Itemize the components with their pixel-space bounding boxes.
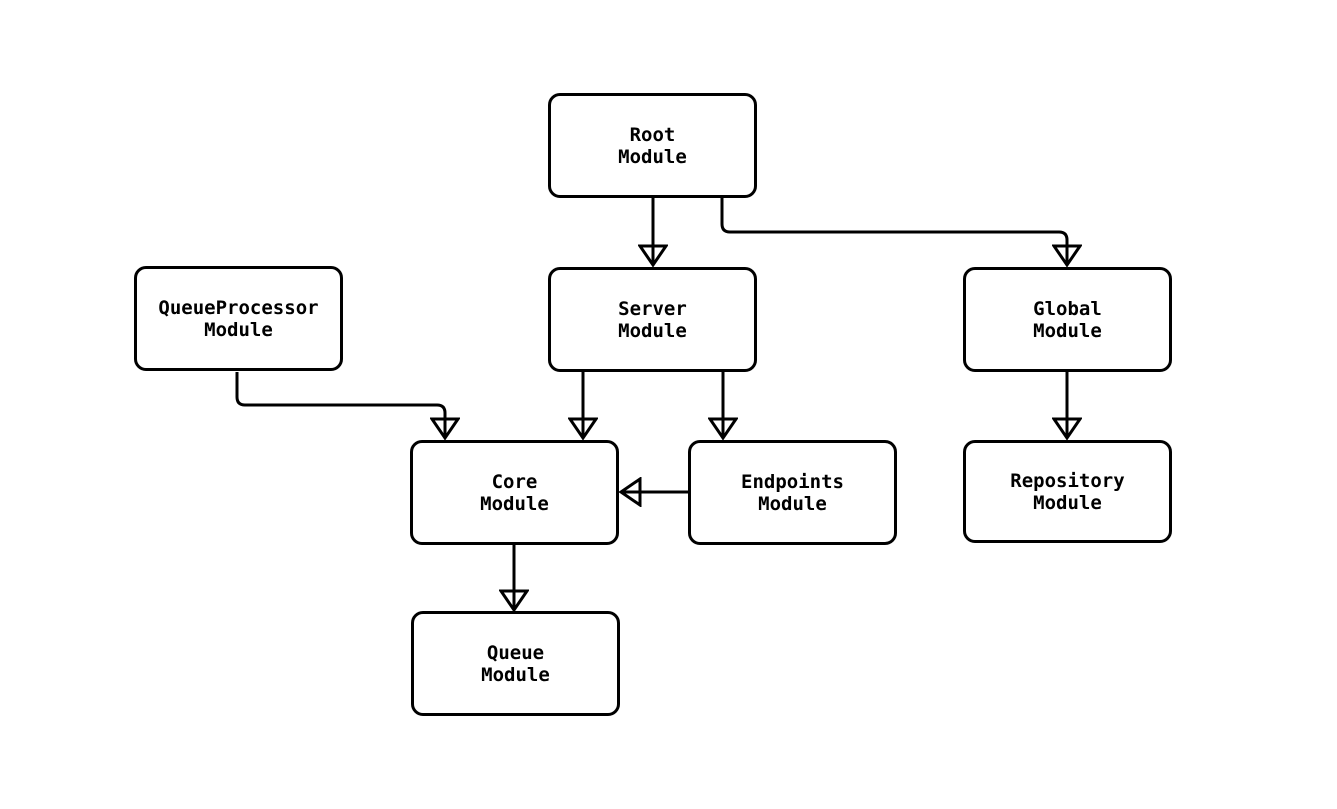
node-server-module: Server Module [548, 267, 757, 372]
node-queueprocessor-module: QueueProcessor Module [134, 266, 343, 371]
edge-queueprocessor-to-core [235, 372, 445, 438]
node-repository-module: Repository Module [963, 440, 1172, 543]
node-queueprocessor-module-label: QueueProcessor Module [158, 296, 319, 341]
node-global-module-label: Global Module [1033, 297, 1102, 342]
node-queue-module-label: Queue Module [481, 641, 550, 686]
node-server-module-label: Server Module [618, 297, 687, 342]
node-endpoints-module: Endpoints Module [688, 440, 897, 545]
node-endpoints-module-label: Endpoints Module [741, 470, 844, 515]
node-queue-module: Queue Module [411, 611, 620, 716]
node-core-module: Core Module [410, 440, 619, 545]
node-core-module-label: Core Module [480, 470, 549, 515]
node-root-module: Root Module [548, 93, 757, 198]
node-root-module-label: Root Module [618, 123, 687, 168]
node-global-module: Global Module [963, 267, 1172, 372]
node-repository-module-label: Repository Module [1010, 469, 1125, 514]
edge-root-to-global [720, 198, 1067, 265]
